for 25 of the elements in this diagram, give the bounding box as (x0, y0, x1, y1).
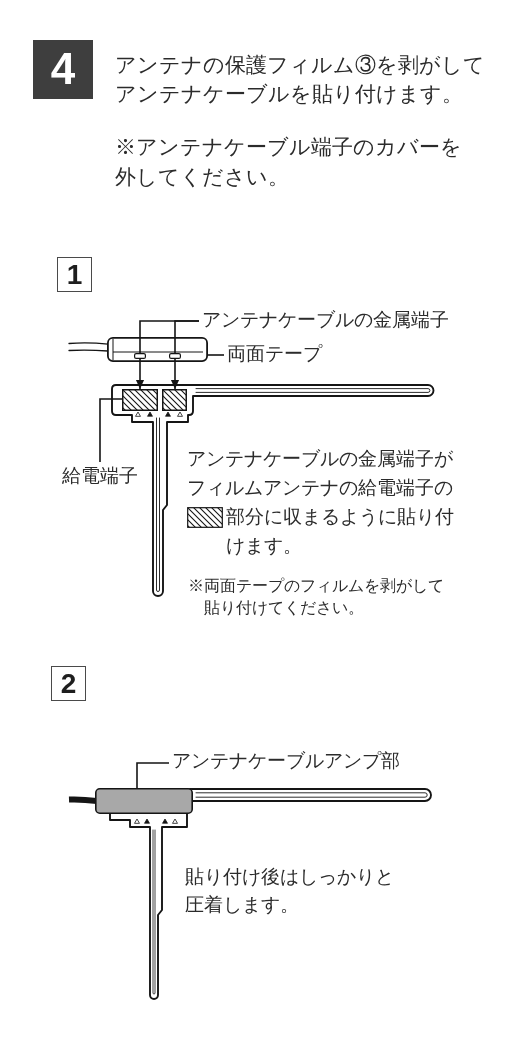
hatched-pad (122, 389, 158, 411)
step-number-badge: 4 (33, 40, 93, 99)
terminal-port (134, 353, 146, 359)
terminal-port (169, 353, 181, 359)
arrow (135, 358, 145, 390)
leader-line (136, 762, 170, 789)
leader-line (207, 354, 225, 356)
part-label: 両面テープ (227, 343, 322, 366)
leader-line (99, 398, 123, 463)
hatched-pad (162, 389, 187, 411)
instruction-text: アンテナの保護フィルム③を剥がしてアンテナケーブルを貼り付けます。 (115, 51, 486, 108)
part-label: アンテナケーブルアンプ部 (172, 750, 400, 773)
body-text: 貼り付け後はしっかりと圧着します。 (185, 864, 395, 917)
leader-line (174, 320, 200, 354)
part-label: アンテナケーブルの金属端子 (202, 309, 449, 332)
body-text: アンテナケーブルの金属端子がフィルムアンテナの給電端子の (187, 446, 454, 500)
panel-number-box: 1 (57, 257, 92, 292)
panel-number-box: 2 (51, 666, 86, 701)
amplifier-block (95, 788, 193, 814)
note-text: ※両面テープのフィルムを剥がして貼り付けてください。 (188, 575, 445, 618)
note-text: ※アンテナケーブル端子のカバーを外してください。 (115, 134, 463, 191)
arrow (170, 358, 180, 390)
body-text: 部分に収まるように貼り付けます。 (226, 504, 455, 558)
part-label: 給電端子 (62, 465, 138, 488)
cable-connector (107, 337, 208, 362)
